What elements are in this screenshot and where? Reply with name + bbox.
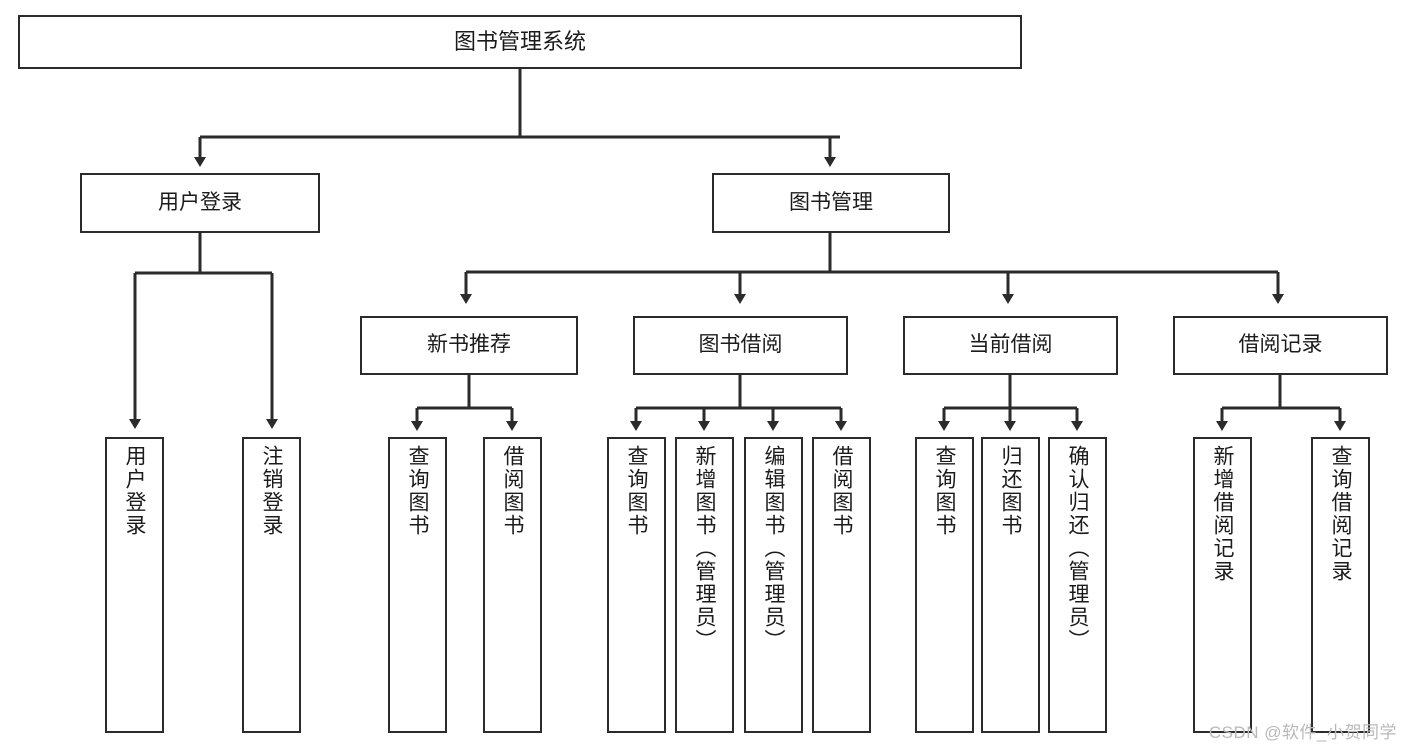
node-label: 借阅图书 — [501, 445, 524, 537]
node-label: 编辑图书（管理员） — [762, 445, 785, 652]
node-user-login[interactable]: 用户登录 — [80, 173, 320, 233]
node-book-manage[interactable]: 图书管理 — [712, 173, 950, 233]
node-label: 新增借阅记录 — [1211, 445, 1234, 583]
leaf-logout[interactable]: 注销登录 — [242, 437, 301, 733]
node-label: 借阅图书 — [830, 445, 853, 537]
leaf-borrow-book-recommend[interactable]: 借阅图书 — [483, 437, 542, 733]
node-label: 图书管理系统 — [453, 29, 586, 55]
leaf-query-book-recommend[interactable]: 查询图书 — [388, 437, 447, 733]
node-label: 图书管理 — [789, 190, 873, 214]
node-label: 查询借阅记录 — [1329, 445, 1352, 583]
node-label: 新增图书（管理员） — [693, 445, 716, 652]
node-label: 确认归还（管理员） — [1066, 445, 1089, 652]
node-book-borrow[interactable]: 图书借阅 — [633, 316, 848, 375]
node-label: 查询图书 — [625, 445, 648, 537]
leaf-edit-book-admin[interactable]: 编辑图书（管理员） — [744, 437, 803, 733]
node-root-system[interactable]: 图书管理系统 — [18, 15, 1022, 69]
node-new-book-recommend[interactable]: 新书推荐 — [360, 316, 578, 375]
leaf-query-book-borrow[interactable]: 查询图书 — [607, 437, 666, 733]
node-label: 用户登录 — [158, 190, 242, 214]
leaf-query-book-current[interactable]: 查询图书 — [915, 437, 974, 733]
node-label: 注销登录 — [260, 445, 283, 537]
node-label: 图书借阅 — [698, 333, 783, 357]
csdn-watermark: CSDN @软件_小贺同学 — [1208, 723, 1397, 742]
node-label: 当前借阅 — [968, 333, 1053, 357]
node-label: 新书推荐 — [427, 333, 511, 357]
leaf-return-book[interactable]: 归还图书 — [981, 437, 1040, 733]
node-current-borrow[interactable]: 当前借阅 — [903, 316, 1118, 375]
leaf-query-borrow-record[interactable]: 查询借阅记录 — [1311, 437, 1370, 733]
leaf-user-login[interactable]: 用户登录 — [105, 437, 164, 733]
node-borrow-record[interactable]: 借阅记录 — [1173, 316, 1388, 375]
leaf-confirm-return-admin[interactable]: 确认归还（管理员） — [1048, 437, 1107, 733]
leaf-add-book-admin[interactable]: 新增图书（管理员） — [675, 437, 734, 733]
node-label: 用户登录 — [123, 445, 146, 537]
node-label: 归还图书 — [999, 445, 1022, 537]
node-label: 查询图书 — [406, 445, 429, 537]
node-label: 查询图书 — [933, 445, 956, 537]
leaf-add-borrow-record[interactable]: 新增借阅记录 — [1193, 437, 1252, 733]
node-label: 借阅记录 — [1238, 333, 1323, 357]
leaf-borrow-book[interactable]: 借阅图书 — [812, 437, 871, 733]
